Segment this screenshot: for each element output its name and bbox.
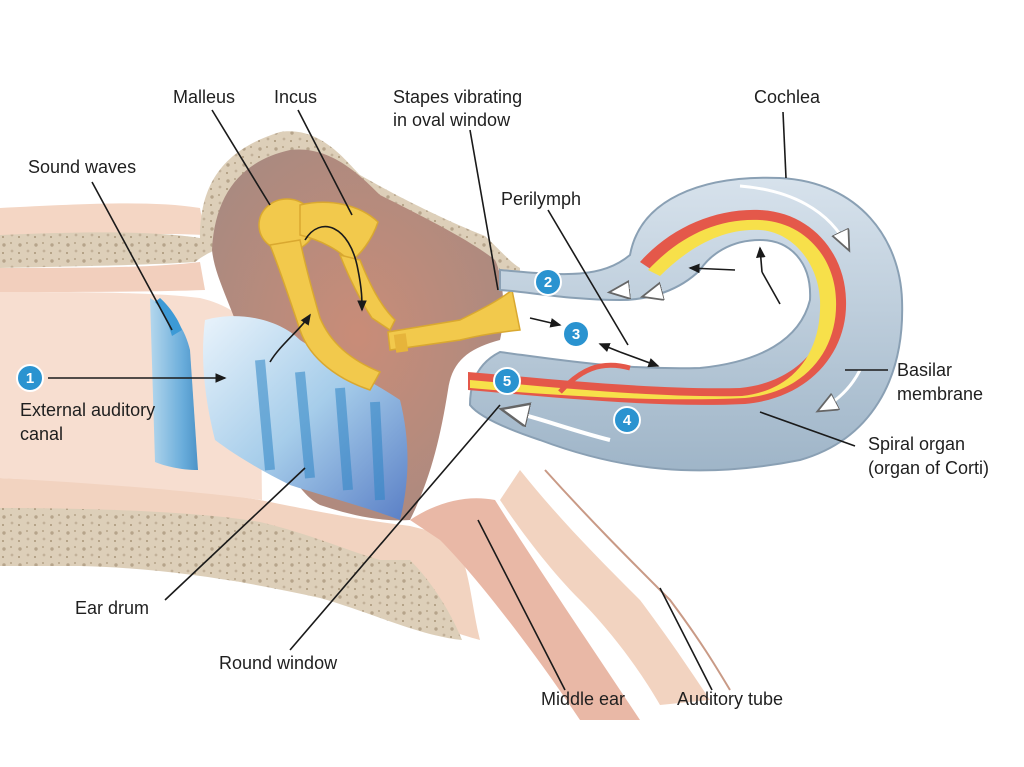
label-middle-ear: Middle ear	[541, 689, 625, 709]
anatomy-illustration	[0, 131, 904, 767]
auditory-tube	[500, 470, 710, 705]
step-badge-3: 3	[562, 320, 590, 348]
step-number-2: 2	[544, 274, 552, 291]
label-external-line2: canal	[20, 424, 63, 444]
label-basilar-line1: Basilar	[897, 360, 952, 380]
step-number-1: 1	[26, 370, 34, 387]
label-stapes-line2: in oval window	[393, 110, 511, 130]
perilymph-flow-arrows	[505, 184, 862, 442]
label-external-line1: External auditory	[20, 400, 155, 420]
label-auditory-tube: Auditory tube	[677, 689, 783, 709]
basilar-yellow	[470, 219, 837, 400]
stapes	[387, 288, 521, 351]
label-perilymph: Perilymph	[501, 189, 581, 209]
label-cochlea: Cochlea	[754, 87, 821, 107]
step-number-4: 4	[623, 412, 632, 429]
label-spiral-line2: (organ of Corti)	[868, 458, 989, 478]
label-round-window: Round window	[219, 653, 338, 673]
label-spiral-line1: Spiral organ	[868, 434, 965, 454]
label-sound-waves: Sound waves	[28, 157, 136, 177]
label-incus: Incus	[274, 87, 317, 107]
label-ear-drum: Ear drum	[75, 598, 149, 618]
step-number-3: 3	[572, 326, 580, 343]
label-stapes-line1: Stapes vibrating	[393, 87, 522, 107]
step-badge-5: 5	[493, 367, 521, 395]
label-malleus: Malleus	[173, 87, 235, 107]
cochlea-illustration	[468, 176, 904, 472]
step-badge-2: 2	[534, 268, 562, 296]
step-badge-4: 4	[613, 406, 641, 434]
label-basilar-line2: membrane	[897, 384, 983, 404]
leader-lines	[91, 109, 888, 691]
step-badge-1: 1	[16, 364, 44, 392]
step-number-5: 5	[503, 373, 511, 390]
temporal-bone-lower	[0, 508, 462, 640]
